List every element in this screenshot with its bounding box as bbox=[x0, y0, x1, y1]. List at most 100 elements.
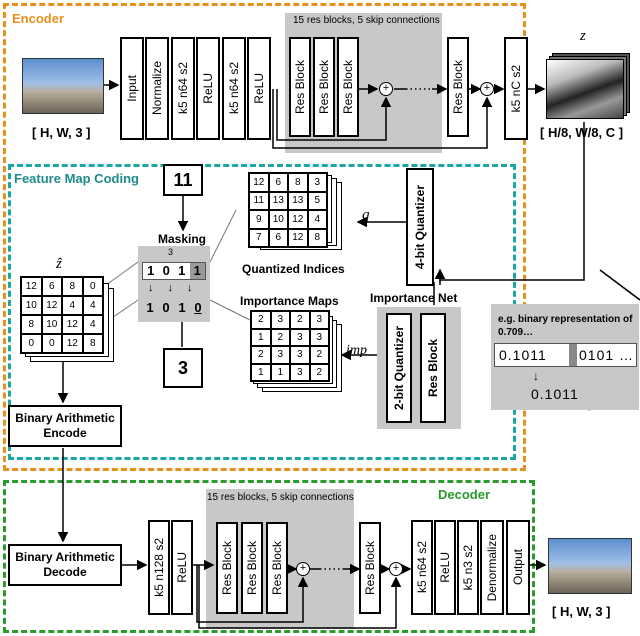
output-image bbox=[548, 538, 632, 594]
decoder-conv2-block: k5 n64 s2 bbox=[411, 520, 433, 615]
importance-map-cell: 1 bbox=[270, 363, 290, 381]
importance-map-cell: 3 bbox=[309, 311, 329, 329]
masking-panel bbox=[138, 246, 210, 322]
encoder-last-res-block: Res Block bbox=[447, 37, 469, 137]
zhat-cell: 10 bbox=[21, 296, 42, 315]
zhat-cell: 6 bbox=[41, 277, 62, 296]
encoder-relu1-block: ReLU bbox=[196, 37, 220, 140]
zhat-cell: 0 bbox=[82, 277, 103, 296]
quantized-indices-cell: 12 bbox=[249, 173, 269, 192]
importance-map-cell: 2 bbox=[251, 311, 271, 329]
zhat-cell: 0 bbox=[21, 334, 42, 353]
importance-maps-caption: Importance Maps bbox=[240, 294, 339, 308]
decoder-skip-add-2: + bbox=[389, 562, 403, 576]
mask-arrows: ↓↓↓ bbox=[148, 282, 207, 294]
quantized-indices-cell: 6 bbox=[268, 173, 288, 192]
encoder-res-block-3: Res Block bbox=[337, 37, 359, 137]
quantized-indices-cell: 8 bbox=[307, 228, 327, 247]
encoder-final-conv-block: k5 nC s2 bbox=[504, 37, 528, 140]
decoder-relu1-block: ReLU bbox=[171, 520, 193, 615]
decoder-res-block-3: Res Block bbox=[266, 522, 288, 614]
quantized-indices-cell: 12 bbox=[288, 228, 308, 247]
z-label: z bbox=[580, 28, 586, 44]
mask-bits-row: 1 0 1 1 bbox=[142, 262, 206, 280]
zhat-cell: 12 bbox=[21, 277, 42, 296]
zhat-cell: 8 bbox=[62, 277, 83, 296]
mask-out-row: 1 0 1 0 bbox=[146, 300, 202, 315]
encoder-res-group bbox=[285, 13, 442, 153]
mask-value-box: 11 bbox=[163, 164, 203, 196]
quantized-indices-cell: 9 bbox=[249, 210, 269, 229]
binary-arrow: ↓ bbox=[533, 369, 539, 383]
quantized-indices-cell: 13 bbox=[288, 191, 308, 210]
decoder-res-block-1: Res Block bbox=[216, 522, 238, 614]
decoder-res-block-2: Res Block bbox=[241, 522, 263, 614]
binary-arithmetic-encode: Binary Arithmetic Encode bbox=[8, 405, 122, 447]
importance-res-block: Res Block bbox=[420, 313, 446, 423]
decoder-frame bbox=[3, 480, 535, 633]
decoder-conv1-block: k5 n128 s2 bbox=[148, 520, 170, 615]
quantized-indices-caption: Quantized Indices bbox=[242, 262, 345, 276]
decoder-last-res-block: Res Block bbox=[359, 522, 381, 614]
zhat-cell: 12 bbox=[62, 334, 83, 353]
encoder-skip-add-1: + bbox=[379, 82, 393, 96]
decoder-denormalize-block: Denormalize bbox=[480, 520, 504, 615]
quantized-indices-cell: 4 bbox=[307, 210, 327, 229]
masking-label: Masking bbox=[158, 232, 207, 246]
binary-note: e.g. binary representation of 0.709… bbox=[498, 314, 633, 338]
encoder-normalize-block: Normalize bbox=[145, 37, 169, 140]
imp-label: imp bbox=[346, 343, 367, 358]
zhat-cell: 12 bbox=[41, 296, 62, 315]
quantized-indices-cell: 8 bbox=[288, 173, 308, 192]
encoder-relu2-block: ReLU bbox=[247, 37, 271, 140]
encoder-res-block-1: Res Block bbox=[289, 37, 311, 137]
encoder-res-block-2: Res Block bbox=[313, 37, 335, 137]
importance-map-cell: 3 bbox=[290, 346, 310, 364]
importance-map-cell: 3 bbox=[290, 328, 310, 346]
quantizer-4bit: 4-bit Quantizer bbox=[406, 168, 434, 286]
importance-map-cell: 1 bbox=[251, 363, 271, 381]
decoder-skip-add-1: + bbox=[296, 562, 310, 576]
quantized-indices-cell: 5 bbox=[307, 191, 327, 210]
zhat-cell: 8 bbox=[21, 315, 42, 334]
importance-map-cell: 2 bbox=[290, 311, 310, 329]
zhat-cell: 8 bbox=[82, 334, 103, 353]
importance-map-cell: 2 bbox=[251, 346, 271, 364]
zhat-cell: 0 bbox=[41, 334, 62, 353]
encoder-res-note: 15 res blocks, 5 skip connections bbox=[293, 15, 440, 26]
encoder-conv2-block: k5 n64 s2 bbox=[222, 37, 246, 140]
zhat-cell: 4 bbox=[82, 296, 103, 315]
fmc-title: Feature Map Coding bbox=[14, 171, 139, 186]
mask-scale-label: 3 bbox=[168, 247, 174, 257]
quantizer-2bit: 2-bit Quantizer bbox=[386, 313, 412, 423]
quantized-indices-cell: 6 bbox=[268, 228, 288, 247]
importance-net-label: Importance Net bbox=[370, 291, 458, 305]
binary-arithmetic-decode: Binary Arithmetic Decode bbox=[8, 544, 122, 586]
decoder-title: Decoder bbox=[438, 487, 491, 502]
binary-truncated: 0.1011 bbox=[531, 386, 579, 402]
importance-map-cell: 3 bbox=[270, 346, 290, 364]
quantized-indices-cell: 13 bbox=[268, 191, 288, 210]
input-shape-label: [ H, W, 3 ] bbox=[32, 125, 91, 140]
quantized-indices-cell: 11 bbox=[249, 191, 269, 210]
quantized-indices-cell: 7 bbox=[249, 228, 269, 247]
importance-map-cell: 1 bbox=[251, 328, 271, 346]
encoder-skip-add-2: + bbox=[480, 82, 494, 96]
zhat-cell: 10 bbox=[41, 315, 62, 334]
quantized-indices-cell: 12 bbox=[288, 210, 308, 229]
decoder-res-note: 15 res blocks, 5 skip connections bbox=[207, 492, 354, 503]
importance-map-cell: 3 bbox=[290, 363, 310, 381]
z-shape-label: [ H/8, W/8, C ] bbox=[540, 125, 624, 140]
q-label: q bbox=[362, 207, 370, 223]
decoder-output-block: Output bbox=[506, 520, 530, 615]
zhat-cell: 4 bbox=[82, 315, 103, 334]
encoder-title: Encoder bbox=[12, 11, 65, 26]
decoder-conv3-block: k5 n3 s2 bbox=[457, 520, 479, 615]
zhat-cell: 4 bbox=[62, 296, 83, 315]
zhat-cell: 12 bbox=[62, 315, 83, 334]
importance-map-cell: 2 bbox=[309, 363, 329, 381]
